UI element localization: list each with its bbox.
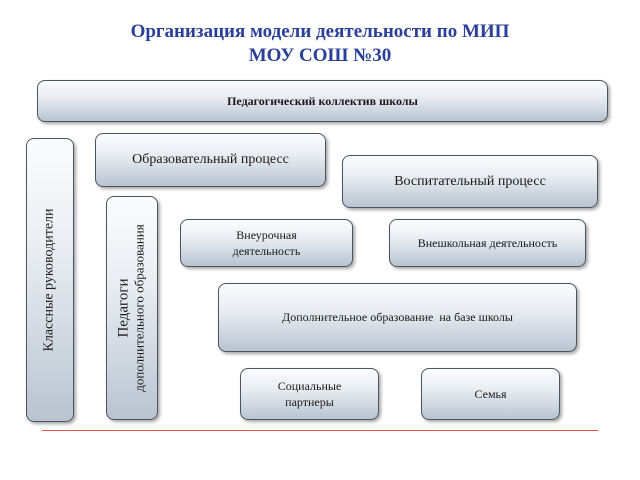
additional-education-label: дополнительного образования [132, 224, 147, 392]
pedagogical-collective-label: Педагогический коллектив школы [227, 93, 418, 108]
title-line-1: Организация модели деятельности по МИП [130, 21, 510, 42]
diagram-title: Организация модели деятельности по МИП М… [0, 20, 640, 68]
class-teachers-box: Классные руководители [26, 138, 74, 422]
additional-education-teachers-box: Педагоги дополнительного образования [106, 196, 158, 420]
extracurricular-box: Внеурочная деятельность [180, 219, 353, 267]
bottom-divider-line [42, 430, 598, 431]
family-box: Семья [421, 368, 560, 420]
social-partners-label: Социальные партнеры [277, 379, 342, 409]
educational-process-label: Образовательный процесс [132, 152, 289, 167]
additional-education-box: Дополнительное образование на базе школы [218, 283, 577, 352]
social-partners-box: Социальные партнеры [240, 368, 379, 420]
pedagogical-collective-box: Педагогический коллектив школы [37, 80, 608, 122]
family-label: Семья [474, 386, 507, 401]
out-of-school-label: Внешкольная деятельность [417, 235, 558, 250]
educational-process-box: Образовательный процесс [95, 133, 326, 187]
out-of-school-box: Внешкольная деятельность [389, 219, 586, 267]
class-teachers-label: Классные руководители [42, 208, 57, 352]
upbringing-process-label: Воспитательный процесс [394, 173, 546, 189]
title-line-2: МОУ СОШ №30 [248, 45, 392, 66]
additional-education-box-label: Дополнительное образование на базе школы [282, 310, 513, 324]
teachers-label: Педагоги [116, 278, 132, 338]
additional-education-teachers-text: Педагоги дополнительного образования [116, 224, 147, 392]
extracurricular-label: Внеурочная деятельность [232, 228, 301, 258]
upbringing-process-box: Воспитательный процесс [342, 155, 598, 208]
